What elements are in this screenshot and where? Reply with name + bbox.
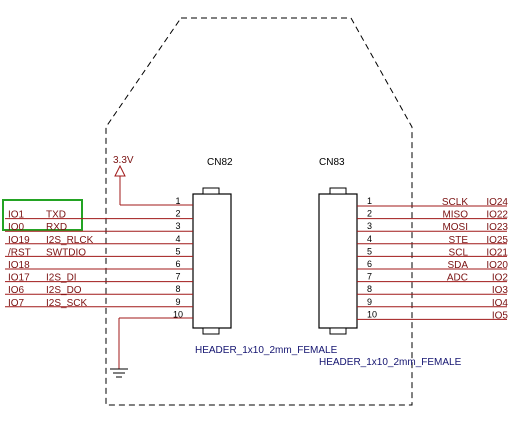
- right-func-label: SCL: [449, 247, 469, 258]
- left-func-label: I2S_DI: [46, 273, 77, 284]
- uart-highlight-box: [2, 199, 83, 231]
- right-net-label: IO22: [486, 210, 508, 221]
- cn82-bottom-tab: [202, 327, 220, 335]
- cn83-pin-number: 6: [367, 259, 372, 269]
- left-net-label: /RST: [8, 247, 31, 258]
- left-func-label: SWTDIO: [46, 247, 86, 258]
- left-net-label: IO1: [8, 210, 25, 221]
- right-func-label: SCLK: [442, 197, 468, 208]
- right-func-label: MOSI: [442, 222, 468, 233]
- left-func-label: TXD: [46, 210, 66, 221]
- board-outline: [105, 17, 413, 406]
- right-net-label: IO23: [486, 222, 508, 233]
- right-net-label: IO21: [486, 247, 508, 258]
- cn83-pin-number: 9: [367, 297, 372, 307]
- cn82-pin-number: 6: [175, 259, 180, 269]
- cn83-top-tab: [329, 187, 347, 195]
- cn82-pin-number: 1: [175, 196, 180, 206]
- right-net-label: IO24: [486, 197, 508, 208]
- ground-symbol: [110, 317, 193, 378]
- cn83-body: [318, 193, 358, 329]
- right-func-label: SDA: [447, 260, 468, 271]
- cn83-pin-number: 4: [367, 234, 372, 244]
- left-net-label: IO18: [8, 260, 30, 271]
- cn83-bottom-tab: [329, 327, 347, 335]
- left-net-label: IO17: [8, 273, 30, 284]
- cn82-pin-number: 7: [175, 272, 180, 282]
- cn82-pin-number: 5: [175, 246, 180, 256]
- cn83-pin-number: 10: [367, 309, 377, 319]
- right-func-label: ADC: [447, 273, 468, 284]
- cn83-pin-number: 2: [367, 209, 372, 219]
- right-net-label: IO25: [486, 235, 508, 246]
- power-symbol-3v3: 3.3V: [113, 155, 193, 206]
- cn82-pin-number: 8: [175, 284, 180, 294]
- power-label: 3.3V: [113, 155, 134, 166]
- cn82-body: [192, 193, 232, 329]
- connector-cn83: CN83 HEADER_1x10_2mm_FEMALE: [318, 157, 462, 368]
- left-net-label: IO7: [8, 298, 25, 309]
- power-arrow: [114, 164, 126, 177]
- cn82-top-tab: [202, 187, 220, 195]
- right-net-label: IO20: [486, 260, 508, 271]
- cn82-pin-number: 9: [175, 297, 180, 307]
- cn82-pin-number: 3: [175, 221, 180, 231]
- cn83-ref: CN83: [319, 157, 345, 168]
- cn83-pin-number: 1: [367, 196, 372, 206]
- right-net-label: IO5: [492, 310, 509, 321]
- left-net-label: IO0: [8, 222, 25, 233]
- cn82-ref: CN82: [207, 157, 233, 168]
- left-func-label: I2S_DO: [46, 285, 82, 296]
- left-net-label: IO19: [8, 235, 30, 246]
- cn83-pin-number: 5: [367, 246, 372, 256]
- right-func-label: STE: [449, 235, 469, 246]
- left-func-label: RXD: [46, 222, 67, 233]
- cn82-footprint: HEADER_1x10_2mm_FEMALE: [195, 345, 338, 356]
- left-func-label: I2S_RLCK: [46, 235, 94, 246]
- cn83-footprint: HEADER_1x10_2mm_FEMALE: [319, 357, 462, 368]
- cn82-pin-number: 4: [175, 234, 180, 244]
- cn83-pin-number: 3: [367, 221, 372, 231]
- cn83-pin-number: 7: [367, 272, 372, 282]
- left-func-label: I2S_SCK: [46, 298, 87, 309]
- cn82-pin-number: 10: [173, 309, 183, 319]
- left-net-label: IO6: [8, 285, 25, 296]
- right-net-label: IO2: [492, 273, 509, 284]
- cn82-pin-number: 2: [175, 209, 180, 219]
- left-wires: 1 2 IO1 TXD 3 IO0 RXD 4 IO19 I2S_RLCK 5/RST SWTDIO 6…: [5, 196, 193, 319]
- right-func-label: MISO: [442, 210, 468, 221]
- right-net-label: IO3: [492, 285, 509, 296]
- cn83-pin-number: 8: [367, 284, 372, 294]
- right-net-label: IO4: [492, 298, 509, 309]
- connector-cn82: CN82 HEADER_1x10_2mm_FEMALE: [192, 157, 338, 356]
- right-wires: 1 SCLK IO24 2 MISO IO22 3 MOSI IO23 4 STE IO25 5 SCL I…: [357, 196, 508, 321]
